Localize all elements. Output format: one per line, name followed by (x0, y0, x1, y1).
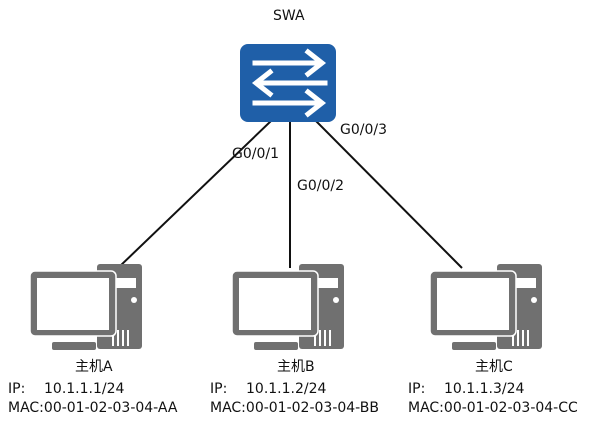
mac-value: 00-01-02-03-04-BB (245, 400, 379, 416)
ip-label: IP: (408, 381, 426, 397)
desktop-computer-icon (29, 264, 142, 350)
ip-value: 10.1.1.3/24 (444, 381, 525, 397)
mac-label: MAC: (8, 400, 44, 416)
port-label-g002: G0/0/2 (297, 178, 345, 194)
host-c-name: 主机C (475, 359, 513, 375)
host-c-mac: MAC:00-01-02-03-04-CC (408, 400, 578, 416)
mac-label: MAC: (210, 400, 246, 416)
desktop-computer-icon (429, 264, 542, 350)
desktop-computer-icon (231, 264, 344, 350)
host-b-name: 主机B (277, 359, 315, 375)
mac-value: 00-01-02-03-04-AA (43, 400, 178, 416)
host-b-ip: IP: 10.1.1.2/24 (210, 381, 326, 397)
link-c (314, 119, 463, 269)
switch-label: SWA (273, 8, 305, 24)
port-label-g003: G0/0/3 (340, 122, 388, 138)
link-a (117, 119, 273, 269)
host-a-name: 主机A (75, 359, 113, 375)
host-c-ip: IP: 10.1.1.3/24 (408, 381, 524, 397)
host-a-mac: MAC:00-01-02-03-04-AA (8, 400, 177, 416)
ip-value: 10.1.1.2/24 (246, 381, 327, 397)
ip-value: 10.1.1.1/24 (44, 381, 125, 397)
switch-icon (240, 44, 336, 122)
ip-label: IP: (210, 381, 228, 397)
mac-label: MAC: (408, 400, 444, 416)
mac-value: 00-01-02-03-04-CC (443, 400, 578, 416)
ip-label: IP: (8, 381, 26, 397)
host-b-mac: MAC:00-01-02-03-04-BB (210, 400, 379, 416)
port-label-g001: G0/0/1 (232, 146, 280, 162)
host-a-ip: IP: 10.1.1.1/24 (8, 381, 124, 397)
